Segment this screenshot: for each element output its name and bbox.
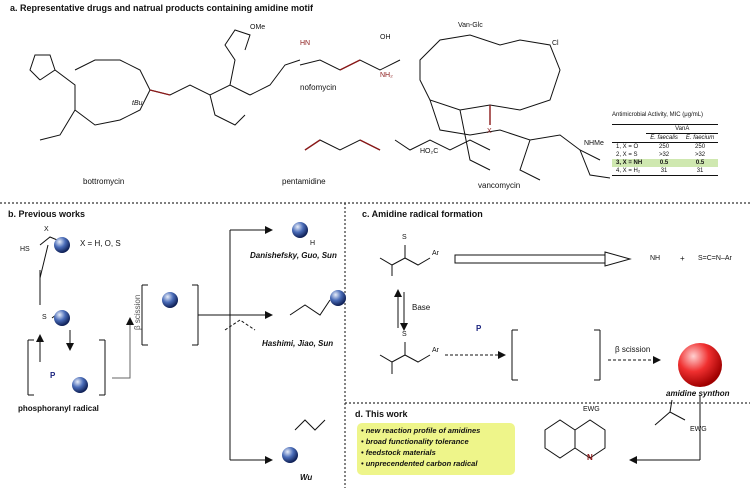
amidine-bonds — [149, 59, 491, 151]
atom-label: X — [487, 128, 492, 135]
atom-label: H — [310, 240, 316, 247]
atom-label: NH₂ — [380, 72, 393, 79]
amidine-synthon-sphere — [678, 343, 722, 387]
column-header: E. faecium — [685, 135, 715, 141]
table-group: VanA — [646, 124, 719, 134]
beta-scission-label: β scission — [133, 294, 142, 330]
compound-label: vancomycin — [478, 181, 521, 190]
atom-label: OH — [380, 34, 391, 41]
panel-c-title: c. Amidine radical formation — [362, 209, 483, 219]
feature-item: • unprecendented carbon radical — [361, 459, 478, 468]
sphere-icon — [162, 292, 178, 308]
panel-a-structures — [29, 29, 611, 181]
panel-dividers — [0, 202, 750, 488]
sphere-icon — [54, 310, 70, 326]
atom-label: P — [50, 371, 56, 380]
features-box: • new reaction profile of amidines • bro… — [357, 423, 515, 475]
atom-label: X — [44, 226, 49, 233]
panel-b-graphics — [27, 226, 331, 464]
panel-a-title: a. Representative drugs and natrual prod… — [10, 3, 314, 13]
atom-label: S — [42, 314, 47, 321]
atom-label: EWG — [583, 406, 600, 413]
panel-c-graphics — [379, 245, 701, 464]
atom-label: NHMe — [584, 140, 604, 147]
atom-label: N — [587, 453, 593, 462]
atom-label: Ar — [432, 250, 439, 257]
atom-label: Van-Glc — [458, 22, 483, 29]
beta-scission-label: β scission — [615, 345, 651, 354]
author-label: Hashimi, Jiao, Sun — [262, 339, 334, 348]
x-definition: X = H, O, S — [80, 239, 121, 248]
table-title: Antimicrobial Activity, MIC (μg/mL) — [612, 112, 704, 118]
author-label: Wu — [300, 473, 313, 482]
atom-label: S=C=N–Ar — [698, 255, 732, 262]
atom-label: S — [402, 234, 407, 241]
feature-item: • new reaction profile of amidines — [361, 426, 481, 435]
atom-label: OMe — [250, 24, 266, 31]
base-label: Base — [412, 303, 431, 312]
compound-label: bottromycin — [83, 177, 125, 186]
panel-b-title: b. Previous works — [8, 209, 86, 219]
feature-item: • feedstock materials — [361, 448, 436, 457]
compound-label: nofomycin — [300, 83, 337, 92]
atom-label: HN — [300, 40, 311, 47]
atom-label: P — [476, 324, 482, 333]
sphere-icon — [282, 447, 298, 463]
atom-label: HS — [20, 246, 30, 253]
atom-label: HO₂C — [420, 148, 439, 155]
sphere-icon — [330, 290, 346, 306]
feature-item: • broad functionality tolerance — [361, 437, 469, 446]
plus-sign: + — [680, 254, 685, 263]
column-header: E. faecalis — [650, 135, 678, 141]
atom-label: tBu — [132, 100, 143, 107]
atom-label: S — [402, 331, 407, 338]
phosphoranyl-label: phosphoranyl radical — [18, 404, 99, 413]
author-label: Danishefsky, Guo, Sun — [250, 251, 337, 260]
atom-label: Cl — [552, 40, 559, 47]
panel-d-title: d. This work — [355, 409, 408, 419]
atom-label: NH — [650, 255, 661, 262]
synthon-label: amidine synthon — [666, 389, 730, 398]
atom-label: EWG — [690, 426, 707, 433]
sphere-icon — [54, 237, 70, 253]
compound-label: pentamidine — [282, 177, 326, 186]
table-row: 2, X = S>32>32 — [616, 152, 706, 158]
sphere-icon — [292, 222, 308, 238]
atom-label: Ar — [432, 347, 439, 354]
sphere-icon — [72, 377, 88, 393]
